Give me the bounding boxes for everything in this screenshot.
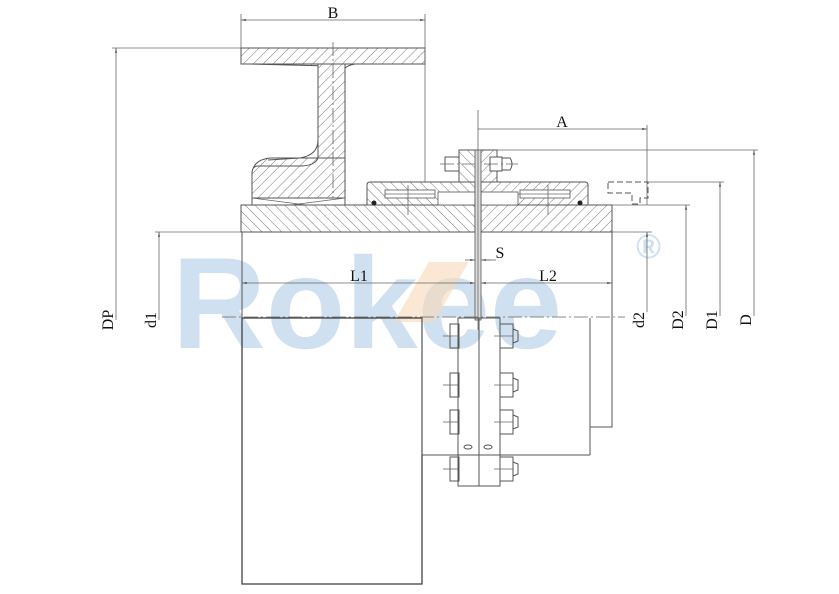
dimension-labels: B A S L1 L2 DP d1 d2 D2 D1 D [100,5,755,330]
dim-label-l2: L2 [539,268,557,285]
flange-nuts-right [494,323,519,482]
dim-label-d1-large: D1 [704,310,721,330]
dimension-lines [112,14,758,320]
dim-label-a: A [556,114,568,131]
outer-sleeve-section [366,181,589,215]
dim-label-d1: d1 [143,312,160,328]
dim-label-d2-large: D2 [670,310,687,330]
right-hub-section [480,204,613,233]
rokee-watermark: Rokee ® [172,228,661,376]
dim-label-d: D [738,314,755,326]
dim-label-s: S [496,245,505,262]
flange-bolts-left [443,323,460,482]
dim-label-dp: DP [100,310,117,331]
watermark-accent-stripe [394,262,469,322]
watermark-text: Rokee [172,230,562,376]
dim-label-d2-small: d2 [631,312,648,328]
left-hub-section [240,204,476,233]
dim-label-l1: L1 [350,268,368,285]
watermark-registered-mark: ® [636,228,661,266]
dim-label-b: B [328,5,339,22]
top-flange-bolt [440,149,518,183]
brake-shoe-outline [607,181,649,205]
lower-external-view [241,317,613,585]
